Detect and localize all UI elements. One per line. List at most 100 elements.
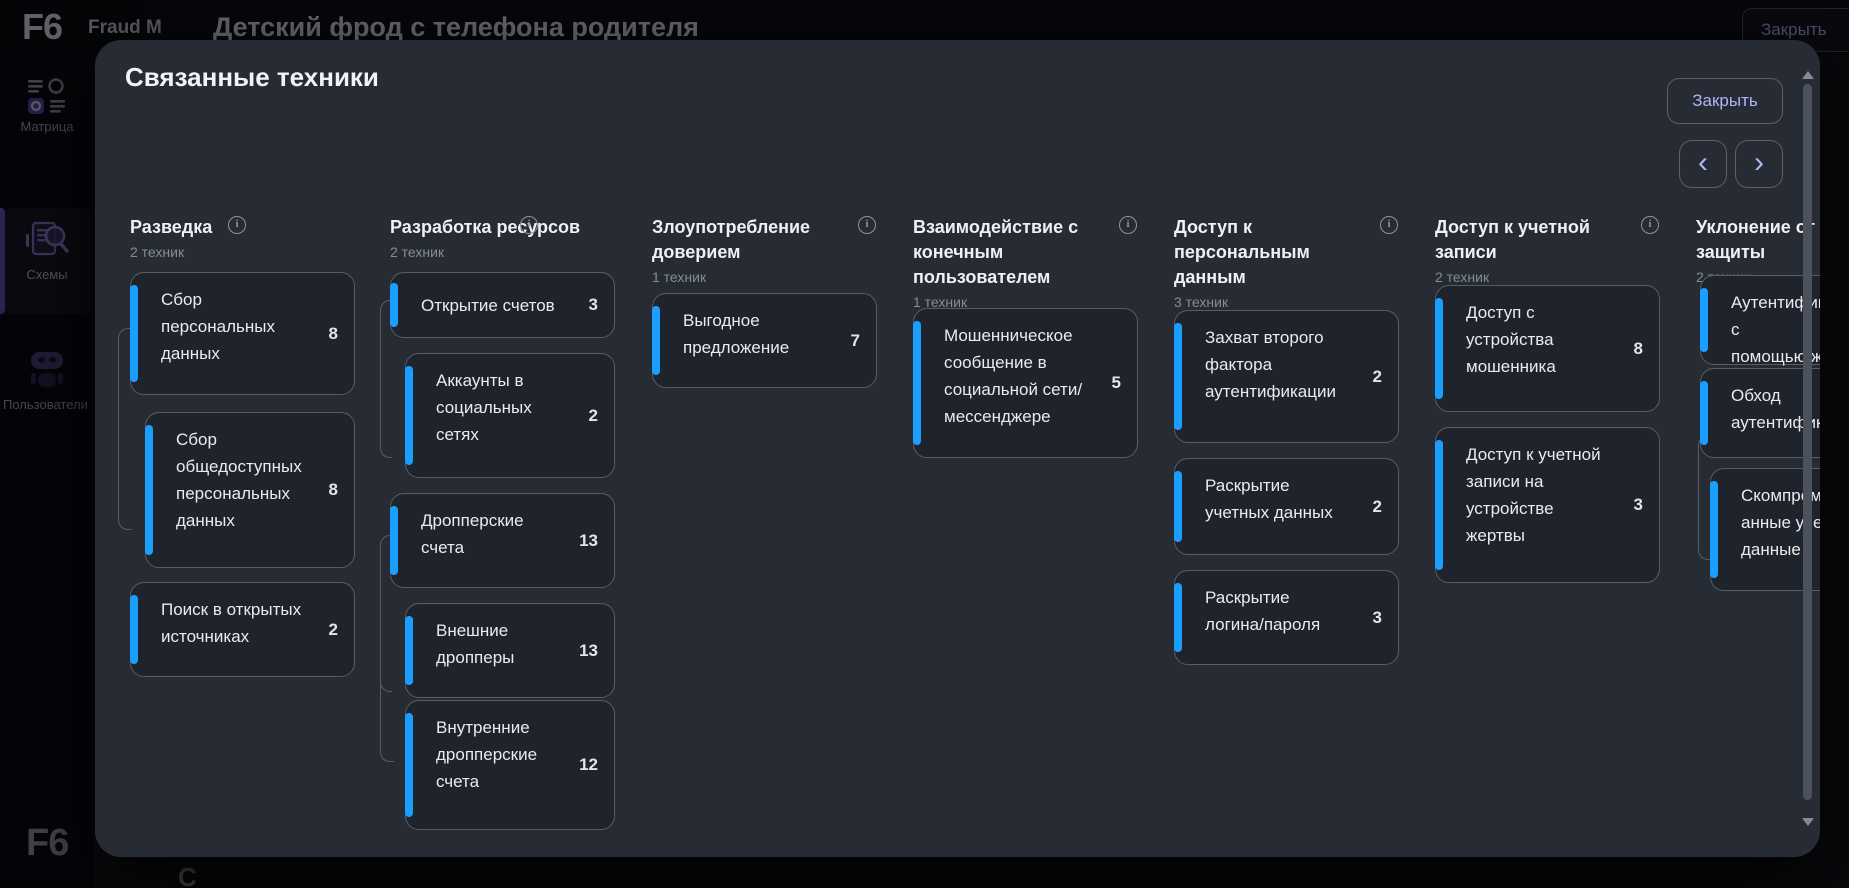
tactic-title: Разработка ресурсов (390, 217, 581, 237)
tactic-count: 1 техник (652, 269, 707, 285)
info-icon[interactable]: i (520, 216, 538, 234)
chevron-left-icon: ‹ (1698, 146, 1708, 179)
tactic-count: 3 техник (1174, 294, 1229, 310)
tactic-title: Разведка (130, 217, 213, 237)
accent-bar (652, 306, 660, 375)
technique-count: 5 (1111, 373, 1121, 392)
technique-title: Внешние дропперы (436, 621, 515, 667)
tree-connector (380, 300, 392, 458)
technique-card[interactable]: Аккаунты в социальных сетях 2 (405, 353, 615, 478)
scrollbar-thumb[interactable] (1803, 84, 1812, 800)
technique-count: 3 (588, 295, 598, 314)
technique-title: Поиск в открытых источниках (161, 600, 302, 646)
tree-connector (118, 328, 132, 530)
technique-count: 7 (850, 330, 860, 350)
technique-count: 3 (1633, 495, 1643, 514)
technique-title: Доступ с устройства мошенника (1466, 303, 1556, 376)
technique-card[interactable]: Внешние дропперы 13 (405, 603, 615, 698)
technique-title: Раскрытие учетных данных (1205, 476, 1333, 522)
technique-card[interactable]: Аутентификация с помощью жертвы (1700, 275, 1820, 366)
technique-title: Аккаунты в социальных сетях (436, 371, 532, 444)
next-page-button[interactable]: › (1735, 140, 1783, 188)
technique-card[interactable]: Обход аутентификации (1700, 368, 1820, 458)
technique-count: 2 (1372, 366, 1382, 386)
tactic-title: Злоупотребление доверием (652, 217, 811, 262)
tree-connector (380, 535, 392, 692)
tactic-title: Доступ к персональным данным (1174, 217, 1310, 287)
accent-bar (1174, 583, 1182, 652)
technique-title: Захват второго фактора аутентификации (1205, 328, 1336, 401)
technique-card[interactable]: Доступ с устройства мошенника 8 (1435, 285, 1660, 412)
tactic-title: Взаимодействие с конечным пользователем (913, 217, 1079, 287)
technique-card[interactable]: Раскрытие логина/пароля 3 (1174, 570, 1399, 665)
technique-card[interactable]: Внутренние дропперские счета 12 (405, 700, 615, 830)
related-techniques-modal: Связанные техники Закрыть ‹ › Разведка 2… (95, 40, 1820, 857)
technique-title: Выгодное предложение (683, 311, 790, 357)
accent-bar (1700, 381, 1708, 445)
technique-count: 2 (328, 619, 338, 639)
info-icon[interactable]: i (1380, 216, 1398, 234)
info-icon[interactable]: i (858, 216, 876, 234)
column-header-resources: Разработка ресурсов 2 техник (390, 215, 608, 260)
technique-card[interactable]: Захват второго фактора аутентификации 2 (1174, 310, 1399, 443)
chevron-right-icon: › (1754, 146, 1764, 179)
technique-title: Сбор общедоступных персональных данных (176, 430, 302, 530)
accent-bar (1174, 471, 1182, 542)
technique-count: 8 (328, 480, 338, 499)
column-header-recon: Разведка 2 техник (130, 215, 348, 260)
technique-card[interactable]: Доступ к учетной записи на устройстве же… (1435, 427, 1660, 583)
column-header-personal-data: Доступ к персональным данным 3 техник (1174, 215, 1392, 310)
technique-title: Мошенническое сообщение в социальной сет… (944, 326, 1083, 426)
column-header-account-access: Доступ к учетной записи 2 техник (1435, 215, 1653, 285)
accent-bar (405, 616, 413, 685)
accent-bar (1710, 481, 1718, 578)
technique-card[interactable]: Поиск в открытых источниках 2 (130, 582, 355, 677)
technique-card[interactable]: Выгодное предложение 7 (652, 293, 877, 388)
accent-bar (1174, 323, 1182, 430)
accent-bar (130, 595, 138, 664)
technique-card[interactable]: Мошенническое сообщение в социальной сет… (913, 308, 1138, 458)
technique-title: Обход аутентификации (1731, 386, 1820, 432)
modal-close-button[interactable]: Закрыть (1667, 78, 1783, 124)
info-icon[interactable]: i (1641, 216, 1659, 234)
technique-count: 12 (579, 755, 598, 774)
tactic-title: Доступ к учетной записи (1435, 217, 1590, 262)
accent-bar (405, 366, 413, 465)
technique-count: 8 (328, 323, 338, 343)
technique-card[interactable]: Дропперские счета 13 (390, 493, 615, 588)
accent-bar (130, 285, 138, 382)
technique-card[interactable]: Сбор общедоступных персональных данных 8 (145, 412, 355, 568)
accent-bar (145, 425, 153, 555)
tree-connector (380, 652, 394, 762)
technique-count: 2 (1372, 496, 1382, 516)
modal-title: Связанные техники (125, 62, 379, 92)
technique-title: Открытие счетов (421, 296, 555, 315)
technique-card[interactable]: Раскрытие учетных данных 2 (1174, 458, 1399, 555)
technique-title: Раскрытие логина/пароля (1205, 588, 1321, 634)
tactic-count: 2 техник (390, 244, 445, 260)
technique-count: 8 (1633, 338, 1643, 358)
prev-page-button[interactable]: ‹ (1679, 140, 1727, 188)
scroll-down-arrow[interactable] (1802, 818, 1814, 826)
technique-card[interactable]: Скомпрометиров анные учетные данные (1710, 468, 1820, 591)
accent-bar (390, 283, 398, 327)
technique-title: Доступ к учетной записи на устройстве же… (1466, 445, 1601, 545)
technique-count: 3 (1372, 607, 1382, 627)
tactic-count: 2 техник (1435, 269, 1490, 285)
technique-card[interactable]: Сбор персональных данных 8 (130, 272, 355, 395)
info-icon[interactable]: i (1119, 216, 1137, 234)
column-header-trust-abuse: Злоупотребление доверием 1 техник (652, 215, 870, 285)
info-icon[interactable]: i (228, 216, 246, 234)
technique-card[interactable]: Открытие счетов 3 (390, 272, 615, 338)
scroll-up-arrow[interactable] (1802, 71, 1814, 79)
tactic-count: 2 техник (130, 244, 185, 260)
tactic-count: 1 техник (913, 294, 968, 310)
technique-count: 13 (579, 640, 598, 660)
accent-bar (1435, 440, 1443, 570)
column-header-end-user: Взаимодействие с конечным пользователем … (913, 215, 1131, 310)
accent-bar (405, 713, 413, 817)
technique-count: 2 (588, 405, 598, 425)
accent-bar (390, 506, 398, 575)
tactic-title: Уклонение от защиты (1696, 217, 1815, 262)
